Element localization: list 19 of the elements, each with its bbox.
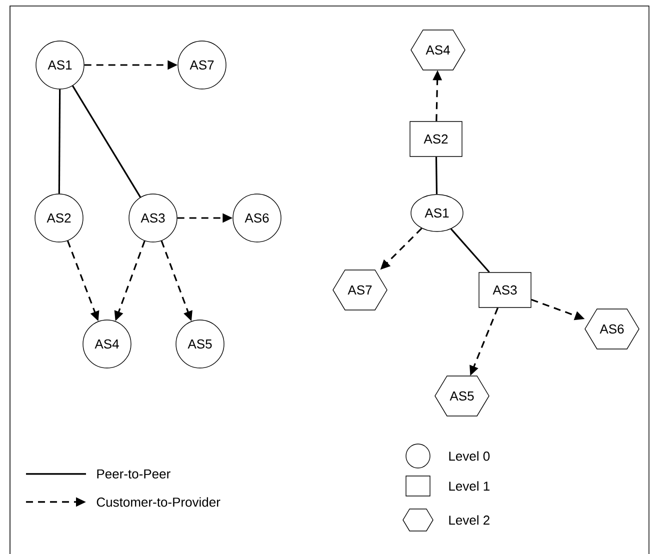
ellipse-node: AS1 <box>410 194 464 232</box>
square-node: AS2 <box>410 121 462 157</box>
hexagon-node: AS7 <box>332 270 388 310</box>
circle-node: AS3 <box>128 194 178 242</box>
hexagon-node: AS4 <box>410 30 466 70</box>
legend-label: Level 2 <box>449 515 490 525</box>
legend-label: Customer-to-Provider <box>96 497 220 507</box>
circle-node: AS4 <box>82 320 132 368</box>
circle-node: AS6 <box>232 194 282 242</box>
circle-node: AS1 <box>36 40 84 90</box>
hexagon-node: AS5 <box>434 376 490 416</box>
circle-node: AS7 <box>178 40 226 90</box>
square-node: AS3 <box>478 272 532 308</box>
legend-label: Level 0 <box>449 451 490 461</box>
circle-node: AS2 <box>34 194 84 242</box>
hexagon-node: AS6 <box>584 308 640 350</box>
circle-node: AS5 <box>176 320 224 368</box>
legend-label: Peer-to-Peer <box>97 469 170 479</box>
legend-label: Level 1 <box>449 481 490 491</box>
